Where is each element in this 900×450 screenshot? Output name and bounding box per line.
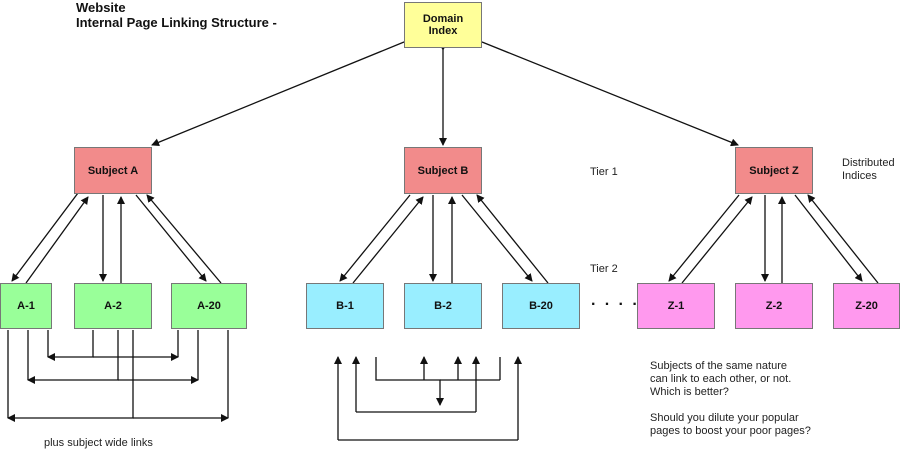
ellipsis: · · · · [591,296,640,313]
node-z1: Z-1 [637,283,715,329]
link-domain-subject-a [151,35,412,147]
distributed-line-1: Distributed [842,157,895,169]
link-sa-a1-down [11,192,79,282]
link-sb-b1-down [339,194,411,282]
note-q1-line-1: Subjects of the same nature [650,360,787,372]
link-a20-sa-up [146,194,222,284]
b-group-subject-wide-links [334,356,522,441]
node-domain-index: Domain Index [404,2,482,48]
note-q1-line-3: Which is better? [650,386,729,398]
link-z1-sz-up [681,196,753,284]
a-group-cross-links [7,330,229,422]
node-subject-a: Subject A [74,147,152,194]
node-a2: A-2 [74,283,152,329]
node-subject-b: Subject B [404,147,482,194]
note-dilute: Should you dilute your popular pages to … [650,412,811,438]
tier-2-label: Tier 2 [590,263,618,275]
note-q2-line-2: pages to boost your poor pages? [650,425,811,437]
node-b1: B-1 [306,283,384,329]
link-b20-sb-up [476,194,549,284]
link-sz-z20-down [794,194,863,282]
plus-subject-wide-links-label: plus subject wide links [44,437,153,449]
link-b1-sb-up [352,196,424,284]
note-q2-line-1: Should you dilute your popular [650,412,799,424]
link-a1-sa-up [25,196,89,284]
node-a20: A-20 [171,283,247,329]
node-subject-z: Subject Z [735,147,813,194]
link-sb-b20-down [461,194,533,282]
title-line-1: Website [76,0,126,15]
link-z20-sz-up [807,194,879,284]
node-z20: Z-20 [833,283,900,329]
title-line-2: Internal Page Linking Structure - [76,15,277,30]
tier-1-label: Tier 1 [590,166,618,178]
note-same-nature: Subjects of the same nature can link to … [650,360,791,399]
link-sz-z1-down [668,194,740,282]
link-domain-subject-z [474,35,739,147]
distributed-line-2: Indices [842,170,877,182]
note-q1-line-2: can link to each other, or not. [650,373,792,385]
node-b20: B-20 [502,283,580,329]
link-sa-a20-down [135,194,207,282]
node-b2: B-2 [404,283,482,329]
node-a1: A-1 [0,283,52,329]
node-z2: Z-2 [735,283,813,329]
distributed-indices-label: Distributed Indices [842,157,895,183]
diagram-title: Website Internal Page Linking Structure … [76,0,277,30]
